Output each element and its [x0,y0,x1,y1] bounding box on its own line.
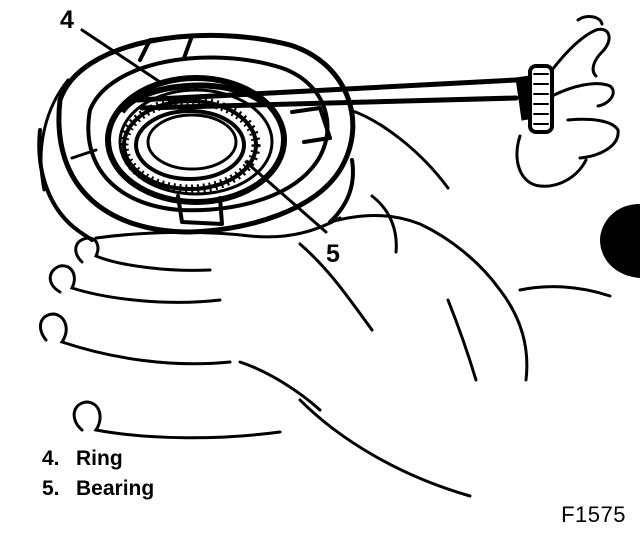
legend-number: 4. [42,447,60,470]
legend-item-bearing: 5. Bearing [42,474,154,504]
page-edge-mark [600,204,640,278]
legend-number: 5. [42,477,60,500]
gear-housing [37,32,356,242]
figure-id: F1575 [561,502,626,527]
bearing [119,96,261,194]
legend-label: Bearing [76,477,155,500]
legend-item-ring: 4. Ring [42,444,154,474]
callout-5: 5 [326,240,340,268]
left-hand [38,108,612,498]
callout-4: 4 [60,6,74,34]
legend-label: Ring [76,447,123,470]
screwdriver [135,64,554,134]
legend: 4. Ring 5. Bearing [42,444,154,504]
right-hand [515,15,620,188]
leader-lines [80,28,328,234]
